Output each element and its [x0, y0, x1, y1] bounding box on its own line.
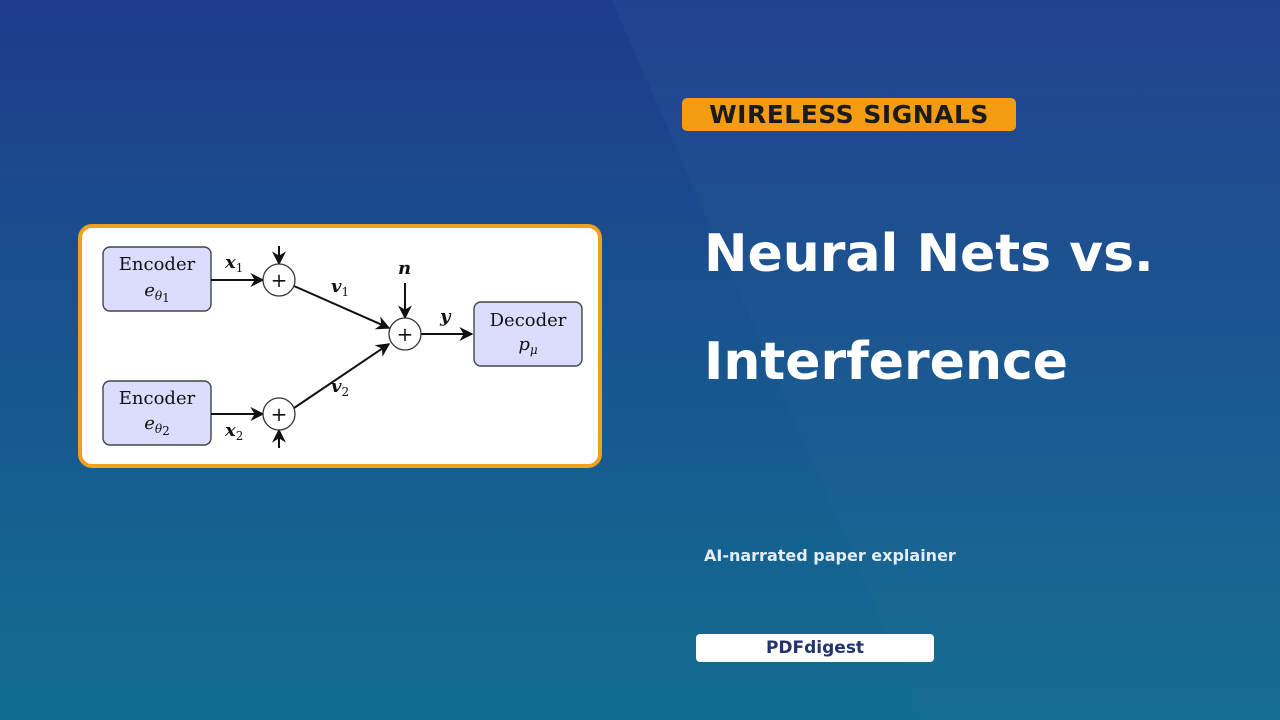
- title-line-2: Interference: [704, 332, 1069, 392]
- label-y: y: [439, 306, 452, 327]
- decoder-function: pμ: [518, 334, 538, 357]
- sum-node-1: +: [262, 263, 296, 297]
- encoder-1-label: Encoder: [119, 254, 196, 275]
- sum-node-2: +: [262, 397, 296, 431]
- label-v2: v2: [331, 376, 349, 399]
- decoder-label: Decoder: [490, 310, 567, 331]
- video-title: Neural Nets vs. Interference: [704, 200, 1264, 416]
- svg-text:+: +: [271, 402, 288, 426]
- label-noise: n: [398, 258, 411, 279]
- encoder-1-function: eθ1: [144, 280, 170, 305]
- encoder-2-function: eθ2: [144, 413, 170, 438]
- arrow-v1: [293, 285, 391, 330]
- subtitle: AI-narrated paper explainer: [704, 546, 956, 565]
- arrow-v2: [293, 343, 391, 409]
- sum-node-channel: +: [388, 317, 422, 351]
- decoder-block: Decoder pμ: [473, 301, 583, 367]
- label-x1: x1: [224, 252, 243, 275]
- label-v1: v1: [331, 276, 349, 299]
- label-x2: x2: [224, 420, 243, 443]
- svg-text:+: +: [397, 322, 414, 346]
- svg-text:+: +: [271, 268, 288, 292]
- system-diagram: Encoder eθ1 Encoder eθ2 Decoder pμ +: [102, 246, 583, 448]
- encoder-1-block: Encoder eθ1: [102, 246, 212, 312]
- encoder-2-label: Encoder: [119, 388, 196, 409]
- figure-card: Encoder eθ1 Encoder eθ2 Decoder pμ +: [78, 224, 602, 468]
- title-line-1: Neural Nets vs.: [704, 224, 1154, 284]
- encoder-2-block: Encoder eθ2: [102, 380, 212, 446]
- category-tag: WIRELESS SIGNALS: [682, 98, 1016, 131]
- brand-badge: PDFdigest: [696, 634, 934, 662]
